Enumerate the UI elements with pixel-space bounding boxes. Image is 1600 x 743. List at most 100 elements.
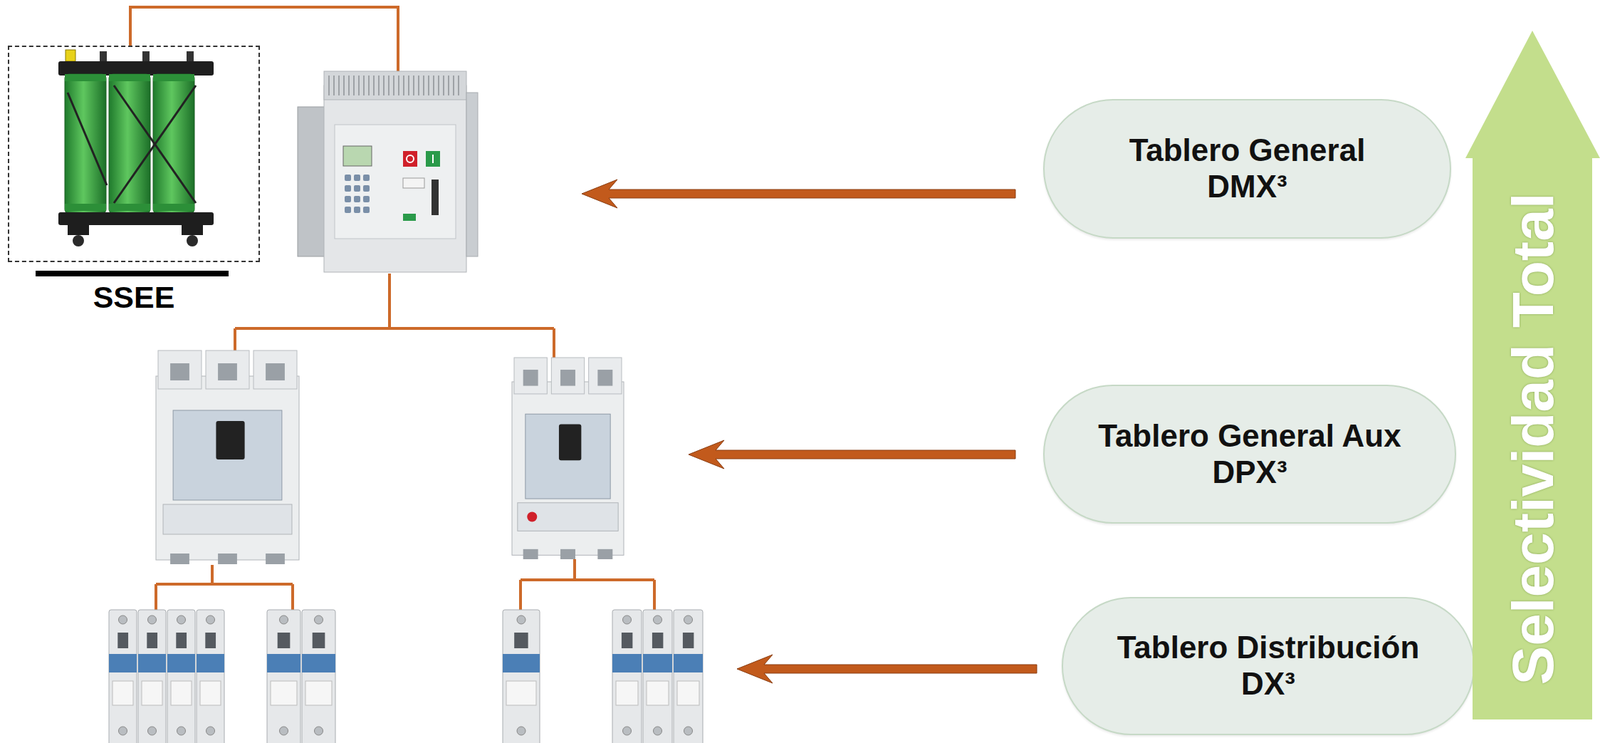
dashed-frame [7, 45, 260, 263]
off-button [403, 150, 418, 167]
coil-band [108, 74, 151, 82]
label-window [305, 680, 332, 705]
screw [516, 726, 526, 735]
air-breaker-picture [297, 71, 478, 273]
key [353, 185, 361, 192]
blue-band [267, 653, 301, 673]
on-button [425, 150, 441, 167]
coil-band [64, 203, 107, 211]
key [363, 174, 370, 181]
vent-slit [393, 75, 395, 96]
terminal-hole [597, 369, 613, 386]
lower-module [163, 504, 292, 535]
wire [652, 579, 656, 611]
coil-band [153, 74, 195, 82]
coil [108, 74, 151, 214]
blue-band [673, 653, 703, 673]
wire [234, 326, 554, 330]
vent-slit [368, 75, 370, 96]
pole [108, 609, 137, 743]
label-window [200, 680, 221, 705]
terminal-hole [217, 363, 238, 381]
blue-band [612, 653, 642, 673]
key [344, 185, 352, 192]
vent-slit [353, 75, 355, 96]
strap [113, 85, 196, 203]
wheel [72, 234, 85, 247]
screw [177, 726, 186, 735]
terminal-hole [560, 548, 576, 559]
lower-module [517, 502, 619, 532]
pole [642, 609, 673, 743]
key [344, 195, 352, 203]
moulded-breaker-picture [155, 350, 300, 564]
screw [653, 726, 663, 735]
toggle [277, 632, 291, 648]
terminal-hole [523, 548, 539, 559]
pole [167, 609, 196, 743]
vent-slit [442, 75, 445, 96]
pointer-arrow [736, 654, 1037, 683]
front-panel [525, 413, 611, 499]
screw [279, 726, 289, 735]
blue-band [138, 653, 166, 673]
vent-slit [452, 75, 455, 96]
wires [130, 7, 655, 613]
wire [388, 273, 391, 329]
test-button [526, 511, 537, 522]
selectivity-arrow: Selectividad Total [1465, 30, 1600, 720]
busbar [35, 270, 229, 277]
vent-slit [338, 75, 340, 96]
slot [431, 179, 439, 216]
moulded-breaker-picture [511, 357, 624, 559]
toggle [312, 632, 326, 648]
modular-breaker-picture [612, 609, 703, 743]
arrow-body [1465, 30, 1600, 720]
pointer-arrow [581, 179, 1016, 208]
screw [684, 615, 693, 624]
blue-band [196, 653, 225, 673]
screw [206, 726, 216, 735]
on-mark [432, 154, 434, 164]
vent-slit [343, 75, 345, 96]
wire [573, 558, 577, 580]
transformer-picture [58, 49, 214, 247]
wire [291, 583, 295, 613]
pole [673, 609, 703, 743]
coil-band [64, 74, 107, 82]
foot [67, 225, 90, 235]
body [511, 381, 624, 555]
screw [314, 726, 324, 735]
pole [138, 609, 166, 743]
terminal [253, 350, 297, 389]
terminal-hole [597, 548, 613, 559]
toggle [175, 632, 187, 648]
toggle [117, 632, 129, 648]
wire [233, 328, 237, 352]
modular-breaker-picture [108, 609, 225, 743]
vent-slit [373, 75, 375, 96]
screw [684, 726, 693, 735]
terminal [158, 350, 202, 389]
vent-slit [432, 75, 435, 96]
screw [177, 615, 186, 624]
screw [314, 615, 324, 624]
vent-slit [457, 75, 460, 96]
toggle [514, 632, 528, 648]
screw [653, 615, 663, 624]
pointer-arrow [688, 440, 1016, 469]
toggle [682, 632, 694, 648]
front-panel [173, 410, 282, 500]
bushing [142, 51, 150, 62]
panel-label: Tablero General DMX³ [1105, 132, 1390, 205]
label-window [646, 680, 669, 705]
terminal-hole [217, 553, 238, 564]
pole [196, 609, 225, 743]
key [353, 195, 361, 203]
vent-slit [447, 75, 450, 96]
bushing [99, 51, 107, 62]
side-panel [466, 92, 478, 257]
label-plate [403, 178, 425, 188]
body [155, 375, 300, 560]
body [323, 85, 467, 273]
